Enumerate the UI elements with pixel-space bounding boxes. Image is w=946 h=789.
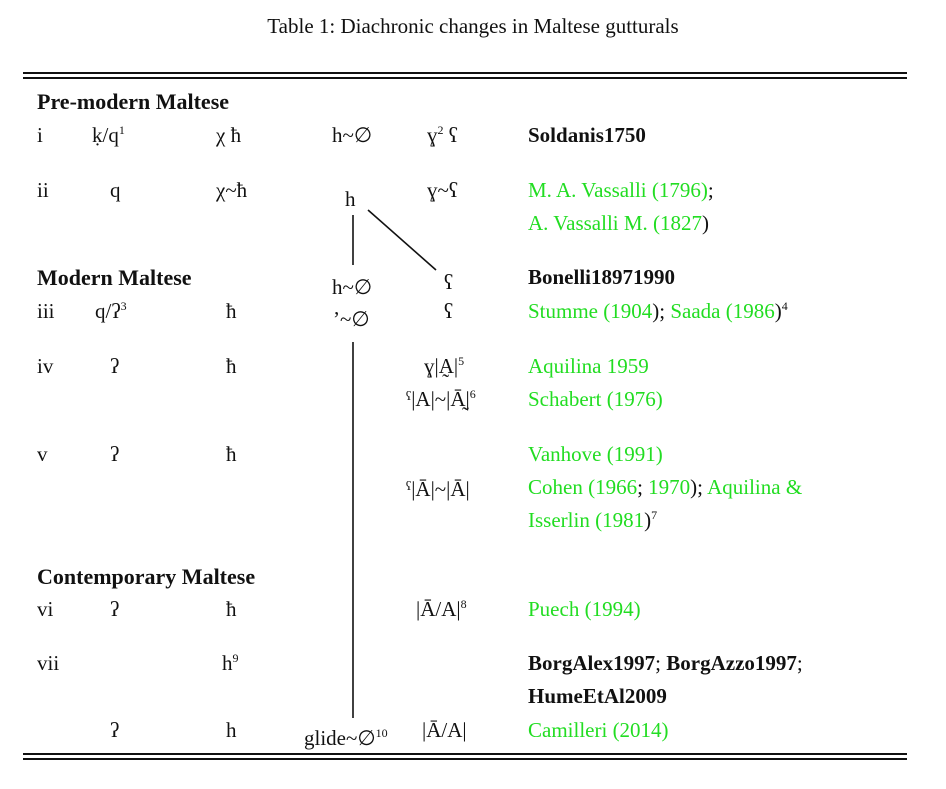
ref-link-puech[interactable]: Puech (1994) — [528, 597, 641, 621]
row-last-col1: ʔ — [110, 718, 120, 742]
row-vii-ref-line2: HumeEtAl2009 — [528, 684, 667, 708]
row-ii-ref-line2: A. Vassalli M. (1827) — [528, 211, 710, 235]
row-ii-col3: h — [345, 187, 356, 211]
row-iii-label: iii — [37, 299, 55, 323]
row-vi-col2: ħ — [226, 597, 237, 621]
section-premodern: Pre-modern Maltese — [37, 89, 230, 114]
line-h-diagonal — [367, 209, 437, 271]
row-ii-label: ii — [37, 178, 49, 202]
row-iii-col3: ’~∅ — [333, 307, 370, 331]
ref-link-isserlin[interactable]: Isserlin (1981 — [528, 508, 645, 532]
row-iv-label: iv — [37, 354, 54, 378]
row-iv-col2: ħ — [226, 354, 237, 378]
section-modern: Modern Maltese — [37, 265, 192, 290]
table-caption: Table 1: Diachronic changes in Maltese g… — [267, 14, 679, 38]
row-vii-ref-line1: BorgAlex1997; BorgAzzo1997; — [528, 651, 803, 675]
row-last-col3: glide~∅10 — [304, 726, 388, 750]
row-i-ref: Soldanis1750 — [528, 123, 646, 147]
row-vii-label: vii — [37, 651, 60, 675]
row-ii-col4: ɣ~ʕ — [427, 178, 459, 202]
row-iv-col4: ɣ|A̰|5 — [424, 354, 465, 378]
ref-link-camilleri[interactable]: Camilleri (2014) — [528, 718, 669, 742]
row-i-label: i — [37, 123, 43, 147]
ref-link-vassalli-1796[interactable]: M. A. Vassalli (1796) — [528, 178, 708, 202]
row-v-ref-line2: Cohen (1966; 1970); Aquilina & — [528, 475, 803, 499]
ref-link-schabert[interactable]: Schabert (1976) — [528, 387, 663, 411]
mid-ref: Bonelli18971990 — [528, 265, 676, 289]
section-contemporary: Contemporary Maltese — [37, 564, 256, 589]
row-iii-col4: ʕ — [444, 299, 454, 323]
row-iii-ref: Stumme (1904); Saada (1986)4 — [528, 299, 788, 323]
row-i-col2: χ ħ — [216, 123, 242, 147]
row-vi-label: vi — [37, 597, 54, 621]
row-last-col2: h — [226, 718, 237, 742]
mid-col3: h~∅ — [332, 275, 373, 299]
row-ii-col2: χ~ħ — [216, 178, 248, 202]
row-v-col1: ʔ — [110, 442, 120, 466]
row-v-ref-line3: Isserlin (1981)7 — [528, 508, 658, 532]
row-vi-col4: |Ā/A|8 — [416, 597, 467, 621]
row-ii-col1: q — [110, 178, 121, 202]
ref-link-cohen-1966[interactable]: Cohen (1966 — [528, 475, 638, 499]
ref-link-aquilina-isserlin[interactable]: Aquilina & — [707, 475, 803, 499]
row-i-col4: ɣ2 ʕ — [427, 123, 459, 147]
row-iii-col2: ħ — [226, 299, 237, 323]
row-iii-col1: q/ʔ3 — [95, 299, 127, 323]
ref-link-vassalli-1827[interactable]: A. Vassalli M. (1827 — [528, 211, 703, 235]
row-iv-col4b: ˤ|A|~|Ā̰|6 — [406, 387, 476, 411]
row-i-col3: h~∅ — [332, 123, 373, 147]
row-iv-col1: ʔ — [110, 354, 120, 378]
ref-link-stumme[interactable]: Stumme (1904 — [528, 299, 653, 323]
top-rule-2 — [23, 77, 907, 79]
bottom-rule-1 — [23, 753, 907, 755]
top-rule-1 — [23, 72, 907, 74]
row-vii-col2: h9 — [222, 651, 239, 675]
row-ii-ref-line1: M. A. Vassalli (1796); — [528, 178, 714, 202]
ref-link-saada[interactable]: Saada (1986 — [670, 299, 775, 323]
row-i-col1: ḳ/q1 — [92, 123, 125, 147]
row-last-col4: |Ā/A| — [422, 718, 467, 742]
row-vi-col1: ʔ — [110, 597, 120, 621]
ref-link-cohen-1970[interactable]: 1970 — [648, 475, 691, 499]
row-v-col4: ˤ|Ā|~|Ā| — [406, 477, 470, 501]
ref-link-aquilina-1959[interactable]: Aquilina 1959 — [528, 354, 649, 378]
ref-link-vanhove[interactable]: Vanhove (1991) — [528, 442, 663, 466]
row-v-label: v — [37, 442, 48, 466]
mid-col4: ʕ — [444, 270, 454, 294]
row-v-col2: ħ — [226, 442, 237, 466]
bottom-rule-2 — [23, 758, 907, 760]
